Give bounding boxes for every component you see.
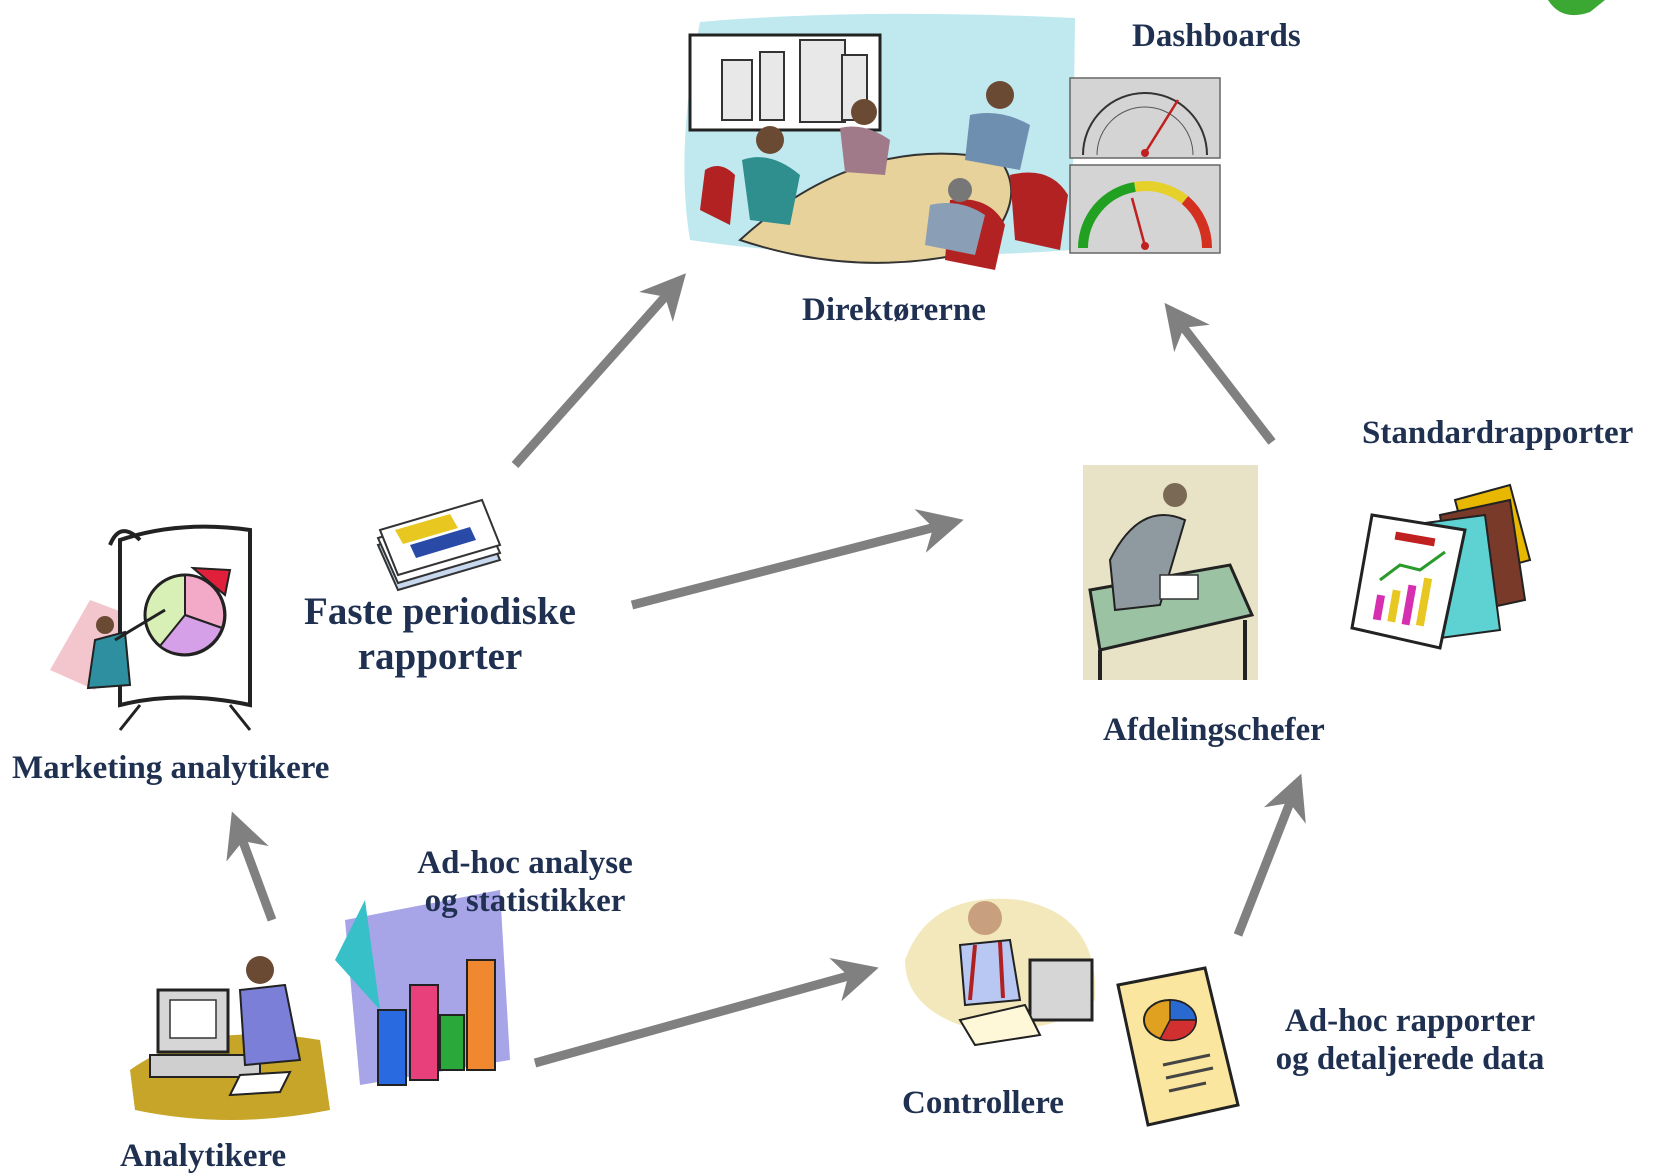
label-dashboards: Dashboards <box>1132 18 1301 54</box>
computer-analyst-clipart <box>130 956 330 1120</box>
label-adhoc-rapporter-line2: og detaljerede data <box>1275 1040 1545 1077</box>
label-standardrapporter: Standardrapporter <box>1362 415 1634 451</box>
arrow-controllere-to-afdelingschefer <box>1233 773 1306 937</box>
label-controllere: Controllere <box>902 1085 1064 1121</box>
green-leaf-logo <box>1548 0 1605 16</box>
arrow-analytikere-to-controllere <box>533 957 879 1068</box>
label-analytikere: Analytikere <box>120 1138 287 1174</box>
label-direktorerne: Direktørerne <box>802 292 986 328</box>
report-documents-icon <box>1350 483 1532 650</box>
needle-gauge-icon <box>1069 77 1221 159</box>
label-afdelingschefer: Afdelingschefer <box>1103 712 1325 748</box>
label-adhoc-analyse: Ad-hoc analyse og statistikker <box>380 845 670 921</box>
label-faste-line1: Faste periodiske <box>304 590 576 633</box>
label-marketing-analytikere: Marketing analytikere <box>12 750 330 786</box>
label-adhoc-analyse-line1: Ad-hoc analyse <box>417 845 633 881</box>
presentation-easel-clipart <box>50 524 252 731</box>
needle-gauge-color-icon <box>1069 164 1221 254</box>
label-adhoc-rapporter: Ad-hoc rapporter og detaljerede data <box>1250 1003 1570 1079</box>
bar-chart-3d-icon <box>335 890 510 1086</box>
arrow-afdelingschefer-to-direktorerne <box>1164 302 1276 445</box>
controller-desk-clipart <box>905 898 1096 1047</box>
desk-worker-clipart <box>1083 465 1258 680</box>
label-faste-periodiske-rapporter: Faste periodiske rapporter <box>290 590 590 680</box>
arrows <box>226 273 1306 1068</box>
label-adhoc-analyse-line2: og statistikker <box>424 882 626 919</box>
arrow-analytikere-to-marketing <box>226 811 277 922</box>
paper-stack-icon <box>376 498 502 592</box>
meeting-room-clipart <box>684 13 1075 270</box>
arrow-faste-to-afdelingschefer <box>630 509 964 610</box>
label-adhoc-rapporter-line1: Ad-hoc rapporter <box>1284 1003 1536 1039</box>
label-faste-line2: rapporter <box>357 634 523 678</box>
pie-document-icon <box>1116 966 1240 1127</box>
arrow-faste-to-direktorerne <box>511 273 686 468</box>
